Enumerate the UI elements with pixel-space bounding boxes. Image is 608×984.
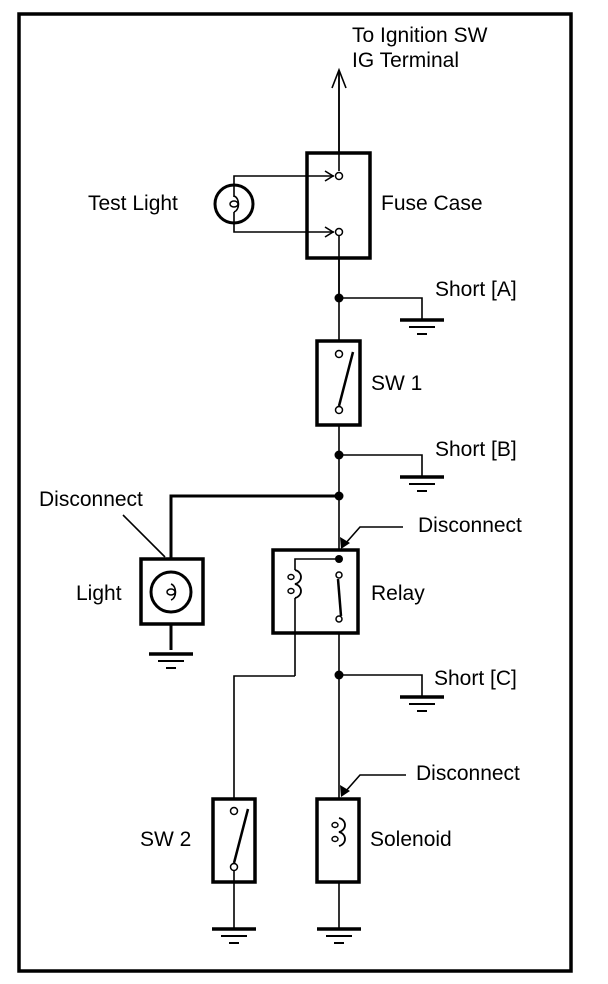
arrow-up-icon (331, 67, 347, 89)
relay-icon (271, 548, 360, 676)
solenoid-label: Solenoid (370, 828, 452, 851)
disconnect-relay-label: Disconnect (418, 514, 522, 537)
ground-icon (398, 475, 446, 493)
fuse-case (305, 72, 372, 300)
short-a-wire (339, 297, 423, 319)
ignition-label-line1: To Ignition SW (352, 24, 488, 47)
test-light-label: Test Light (88, 192, 178, 215)
ground-icon (398, 695, 446, 713)
short-b-label: Short [B] (435, 438, 517, 461)
light-label: Light (76, 582, 122, 605)
disconnect-solenoid-label: Disconnect (416, 762, 520, 785)
arrow-icon (340, 537, 350, 549)
short-c-wire (339, 674, 423, 696)
short-b-wire (339, 454, 423, 476)
relay-label: Relay (371, 582, 425, 605)
sw1-switch-icon (315, 339, 362, 427)
solenoid-coil-icon (315, 797, 361, 884)
ground-icon (147, 652, 195, 670)
light-lamp-icon (139, 557, 205, 626)
ground-icon (315, 927, 363, 945)
fuse-case-label: Fuse Case (381, 192, 483, 215)
sw2-label: SW 2 (140, 828, 191, 851)
short-c-label: Short [C] (434, 667, 517, 690)
disconnect-solenoid-leader (344, 774, 406, 793)
sw2-switch-icon (211, 797, 257, 928)
disconnect-relay-leader (344, 526, 403, 545)
diagram-frame (17, 12, 573, 973)
test-light-icon (213, 175, 334, 233)
arrow-icon (340, 785, 350, 797)
relay-sw2-wire (233, 675, 295, 800)
disconnect-light-label: Disconnect (39, 488, 143, 511)
ground-icon (210, 927, 258, 945)
ground-icon (398, 318, 446, 336)
disconnect-light-leader (122, 514, 166, 558)
short-a-label: Short [A] (435, 278, 517, 301)
ignition-label-line2: IG Terminal (352, 49, 459, 72)
sw1-label: SW 1 (371, 372, 422, 395)
